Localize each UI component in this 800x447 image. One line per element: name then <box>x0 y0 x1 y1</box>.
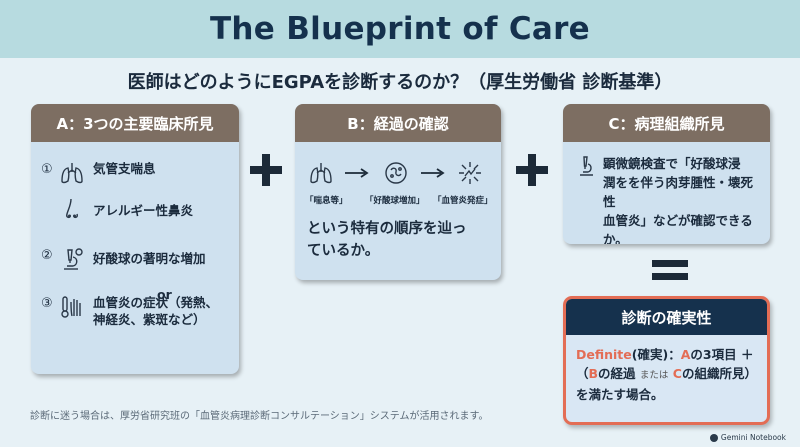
arrow-right-icon <box>421 168 445 178</box>
nose-icon <box>59 196 85 222</box>
title-banner: The Blueprint of Care <box>0 0 800 58</box>
equals-icon <box>652 260 688 280</box>
finding-label-asthma: 気管支喘息 <box>93 161 156 176</box>
lungs-icon <box>59 160 85 186</box>
arrow-right-icon <box>345 168 369 178</box>
lungs-icon <box>310 163 332 184</box>
finding-item-1: ① 気管支喘息 <box>41 160 156 186</box>
flow-label-eosinophilia: 「好酸球増加」 <box>365 196 425 206</box>
burst-vessel-icon <box>459 162 481 184</box>
finding-item-2: ② 好酸球の著明な増加 <box>41 246 206 272</box>
sequence-flow: 「喘息等」 「好酸球増加」 「血管炎発症」 <box>305 154 495 214</box>
page-title: The Blueprint of Care <box>209 11 591 47</box>
brand-logo-icon <box>709 433 718 442</box>
plus-icon <box>516 154 548 186</box>
or-label: or <box>157 287 172 302</box>
cell-icon <box>385 162 407 184</box>
flow-label-asthma: 「喘息等」 <box>305 196 348 206</box>
certainty-description: Definite(確実)：Aの3項目 ＋ （Bの経過 または Cの組織所見） を… <box>576 347 757 402</box>
card-b-header: B：経過の確認 <box>295 104 501 142</box>
finding-label-vasculitis: 血管炎の症状（発熱、 神経炎、紫斑など） <box>93 295 219 327</box>
brand-watermark: Gemini Notebook <box>709 433 786 442</box>
plus-icon <box>250 154 282 186</box>
card-b-course: B：経過の確認 「喘息等」 「好酸球増加」 「血管炎発症」 という特有の順序を辿… <box>295 104 501 280</box>
card-a-clinical-findings: A：3つの主要臨床所見 ① 気管支喘息 or アレルギー性鼻炎 ② <box>31 104 239 374</box>
pathology-description: 顕微鏡検査で「好酸球浸 潤をを伴う肉芽腫性・壊死性 血管炎」などが確認できるか。 <box>577 154 765 244</box>
finding-item-1b: アレルギー性鼻炎 <box>41 196 193 222</box>
finding-number: ② <box>41 248 53 263</box>
microscope-icon <box>59 246 85 272</box>
finding-label-eosinophils: 好酸球の著明な増加 <box>93 251 206 266</box>
diagnostic-certainty-box: 診断の確実性 Definite(確実)：Aの3項目 ＋ （Bの経過 または Cの… <box>563 296 770 425</box>
finding-number: ① <box>41 162 53 177</box>
flow-label-vasculitis: 「血管炎発症」 <box>433 196 493 206</box>
microscope-icon <box>577 155 597 177</box>
page-subtitle: 医師はどのようにEGPAを診断するのか？（厚生労働省 診断基準） <box>127 72 673 93</box>
course-description: という特有の順序を辿っ ているか。 <box>307 221 467 259</box>
thermometer-hand-icon <box>59 294 85 320</box>
finding-item-3: ③ 血管炎の症状（発熱、 神経炎、紫斑など） <box>41 294 218 328</box>
card-c-pathology: C：病理組織所見 顕微鏡検査で「好酸球浸 潤をを伴う肉芽腫性・壊死性 血管炎」な… <box>563 104 770 244</box>
card-a-header: A：3つの主要臨床所見 <box>31 104 239 142</box>
card-c-header: C：病理組織所見 <box>563 104 770 142</box>
certainty-header: 診断の確実性 <box>566 299 767 335</box>
footer-note: 診断に迷う場合は、厚労省研究班の「血管炎病理診断コンサルテーション」システムが活… <box>30 411 489 422</box>
finding-number: ③ <box>41 296 53 311</box>
finding-label-rhinitis: アレルギー性鼻炎 <box>93 203 194 218</box>
